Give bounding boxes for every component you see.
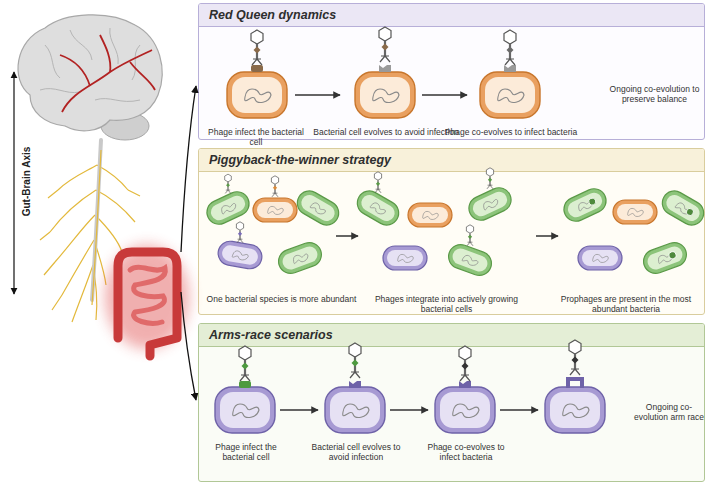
panel-box: Arms-race scenariosPhage infect the bact… <box>198 323 705 482</box>
nerve-branches <box>40 165 140 322</box>
spinal-cord <box>92 140 101 300</box>
brain-gyri <box>40 28 140 101</box>
pointer-arrow <box>181 292 196 400</box>
gut-brain-anatomy <box>18 15 189 356</box>
step-caption: One bacterial species is more abundant <box>199 294 364 304</box>
axis-double-arrow <box>13 72 14 294</box>
axis-label: Gut-Brain Axis <box>21 122 32 242</box>
step-caption: Ongoing co-evolution to preserve balance <box>607 84 702 104</box>
panel-box: Red Queen dynamicsPhage infect the bacte… <box>198 3 705 140</box>
cerebellum <box>101 112 149 140</box>
step-caption: Bacterial cell evolves to avoid infectio… <box>311 442 401 462</box>
panel-box: Piggyback-the-winner strategyOne bacteri… <box>198 148 705 315</box>
panel-title: Arms-race scenarios <box>209 328 609 343</box>
brain <box>18 15 162 131</box>
step-caption: Bacterial cell evolves to avoid infectio… <box>306 127 466 137</box>
large-intestine <box>118 252 177 356</box>
step-caption: Ongoing co-evolution arm race <box>634 402 704 422</box>
small-intestine <box>130 267 165 323</box>
step-caption: Phage infect the bacterial cell <box>201 127 311 147</box>
step-caption: Phage infect the bacterial cell <box>201 442 291 462</box>
spinal-nerve <box>92 150 101 305</box>
blood-vessels <box>60 35 155 112</box>
gut-glow <box>105 245 189 349</box>
step-caption: Phages integrate into actively growing b… <box>364 294 529 314</box>
step-caption: Phage co-evolves to infect bacteria <box>421 442 511 462</box>
step-caption: Prophages are present in the most abunda… <box>556 294 696 314</box>
panel-title: Red Queen dynamics <box>209 8 609 23</box>
panel-title: Piggyback-the-winner strategy <box>209 153 609 168</box>
pointer-arrow <box>181 86 196 252</box>
step-caption: Phage co-evolves to infect bacteria <box>436 127 586 137</box>
